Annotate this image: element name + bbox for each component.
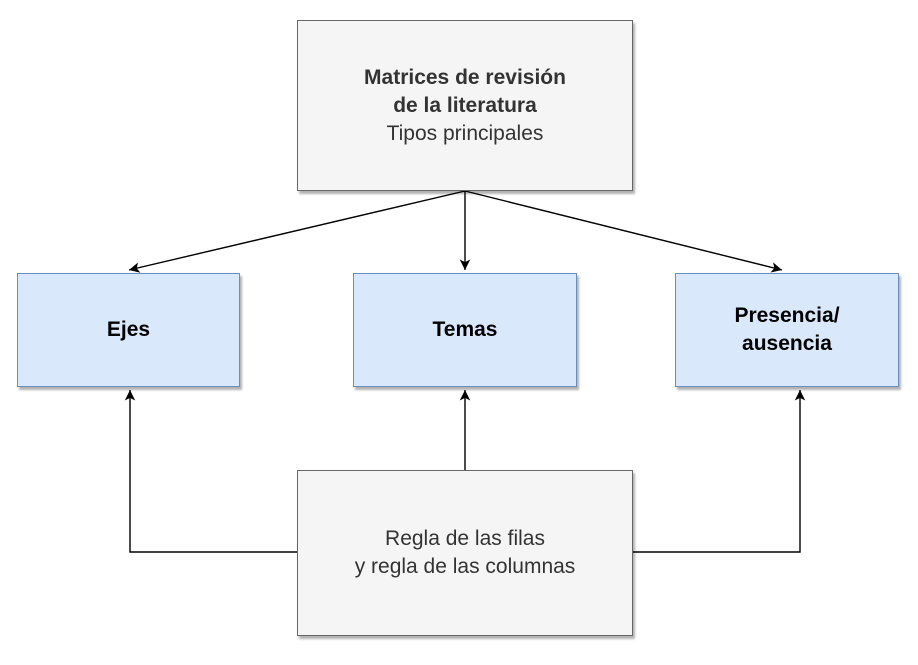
node-ejes: Ejes [17,273,240,387]
node-presencia-label: Presencia/ ausencia [734,304,840,355]
node-temas: Temas [353,273,577,387]
node-root-subtitle: Tipos principales [386,121,544,145]
node-root-title: Matrices de revisión de la literatura [364,65,566,117]
edge-root-to-presencia [464,190,783,273]
edge-regla-to-presencia [633,390,806,553]
node-presencia: Presencia/ ausencia [675,273,899,387]
node-root: Matrices de revisión de la literatura Ti… [297,20,633,191]
edge-root-to-ejes [128,190,466,273]
node-regla-label: Regla de las filas y regla de las column… [354,527,576,578]
edge-regla-to-ejes [124,390,297,553]
node-regla: Regla de las filas y regla de las column… [297,470,633,636]
node-temas-label: Temas [432,318,498,341]
node-ejes-label: Ejes [106,318,151,341]
